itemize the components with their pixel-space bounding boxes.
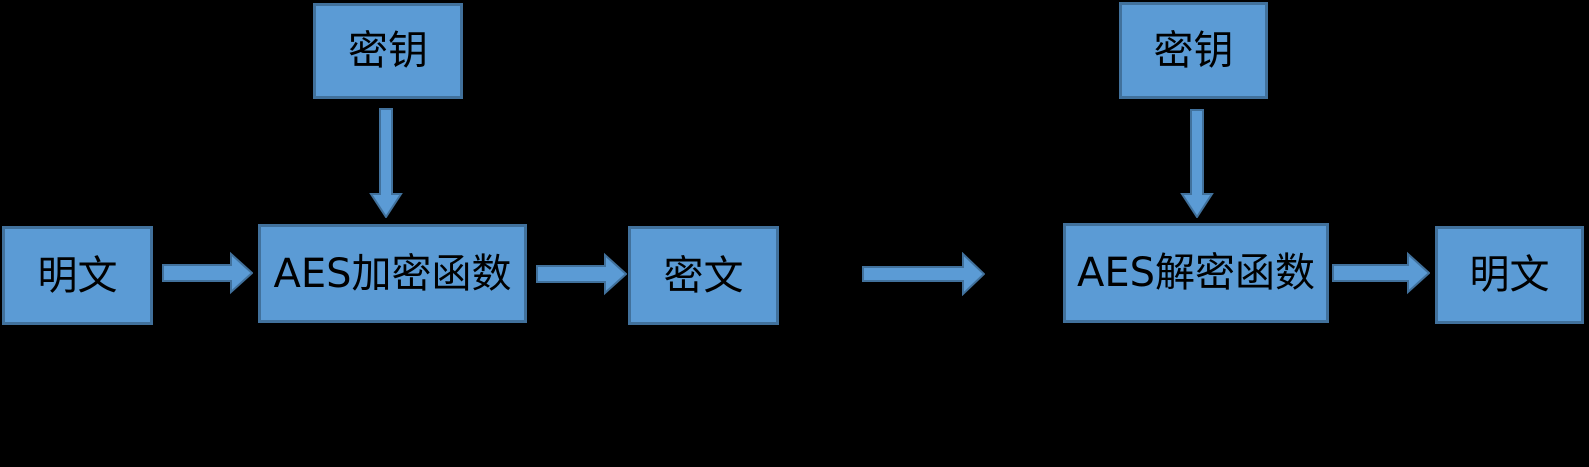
key-box-encryption-label: 密钥	[348, 28, 428, 74]
aes-decrypt-function-box: AES解密函数	[1063, 223, 1329, 323]
plaintext-box-output: 明文	[1435, 226, 1584, 324]
plaintext-box-input-label: 明文	[37, 252, 118, 299]
arrow-ciphertext-to-decryption	[862, 252, 985, 296]
key-box-decryption-label: 密钥	[1153, 27, 1234, 74]
ciphertext-box-label: 密文	[663, 252, 744, 299]
arrow-encrypt-to-ciphertext	[536, 252, 627, 296]
aes-encrypt-function-label: AES加密函数	[273, 250, 512, 297]
arrow-plaintext-to-encrypt	[162, 251, 253, 295]
key-box-encryption: 密钥	[313, 3, 463, 99]
arrow-key-to-decrypt	[1180, 109, 1214, 218]
aes-decrypt-function-label: AES解密函数	[1076, 250, 1316, 296]
key-box-decryption: 密钥	[1119, 2, 1268, 99]
aes-encrypt-function-box: AES加密函数	[258, 224, 527, 323]
plaintext-box-output-label: 明文	[1469, 252, 1550, 298]
arrow-decrypt-to-plaintext	[1332, 251, 1430, 295]
plaintext-box-input: 明文	[2, 226, 153, 325]
arrow-key-to-encrypt	[369, 108, 403, 218]
ciphertext-box: 密文	[628, 226, 779, 325]
